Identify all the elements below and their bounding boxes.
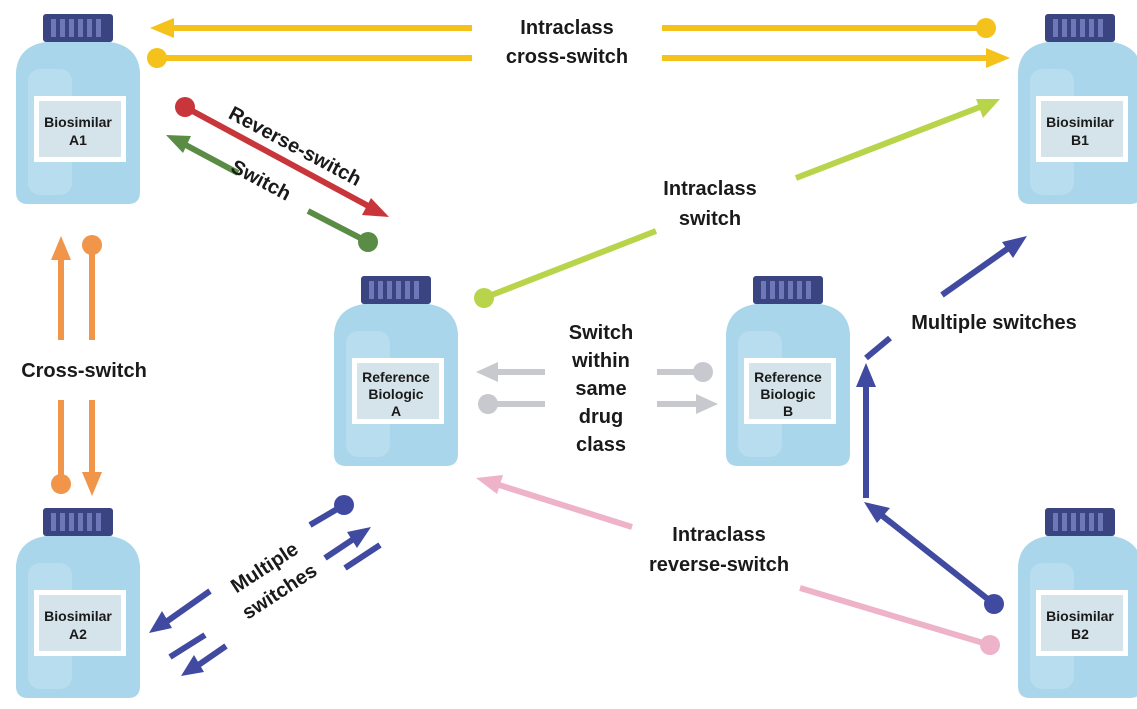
bottle-a2-line2: A2	[69, 626, 87, 642]
label-switch-within-line3: same	[575, 378, 626, 400]
bottle-ref-a-line1: Reference	[362, 369, 430, 385]
label-switch-within-line5: class	[576, 434, 626, 456]
bottle-biosimilar-b2: Biosimilar B2	[1018, 508, 1137, 698]
bottle-ref-b-line2: Biologic	[760, 386, 815, 402]
label-intraclass-cross-switch-line1: Intraclass	[520, 17, 613, 39]
label-intraclass-reverse-switch-line1: Intraclass	[672, 524, 765, 546]
bottle-ref-a-line2: Biologic	[368, 386, 423, 402]
bottle-reference-biologic-a: Reference Biologic A	[334, 276, 458, 466]
arrow-intraclass-switch	[474, 99, 1000, 308]
bottle-ref-b-line3: B	[783, 403, 793, 419]
label-multiple-switches-right: Multiple switches	[911, 312, 1077, 334]
bottle-b2-line1: Biosimilar	[1046, 608, 1114, 624]
arrow-within-class-to-b	[478, 394, 718, 414]
arrow-intraclass-cross-switch-bottom	[147, 48, 1010, 68]
bottle-biosimilar-a1: Biosimilar A1	[16, 14, 140, 204]
label-switch-within-line1: Switch	[569, 322, 633, 344]
label-intraclass-reverse-switch-line2: reverse-switch	[649, 554, 789, 576]
bottle-reference-biologic-b: Reference Biologic B	[726, 276, 850, 466]
bottle-b1-line1: Biosimilar	[1046, 114, 1114, 130]
bottle-b2-line2: B2	[1071, 626, 1089, 642]
arrows-multiple-switches-left	[149, 495, 382, 676]
arrow-intraclass-reverse-switch	[476, 475, 1000, 655]
bottle-biosimilar-b1: Biosimilar B1	[1018, 14, 1137, 204]
arrow-intraclass-cross-switch-top	[150, 18, 996, 38]
label-cross-switch: Cross-switch	[21, 360, 147, 382]
bottle-ref-a-line3: A	[391, 403, 401, 419]
bottle-biosimilar-a2: Biosimilar A2	[16, 508, 140, 698]
label-switch-within-line2: within	[571, 350, 630, 372]
label-switch-within-line4: drug	[579, 406, 623, 428]
arrow-cross-switch-down	[82, 235, 102, 496]
bottle-a1-line1: Biosimilar	[44, 114, 112, 130]
label-intraclass-switch-line2: switch	[679, 208, 741, 230]
arrow-cross-switch-up	[51, 236, 71, 494]
label-intraclass-switch-line1: Intraclass	[663, 178, 756, 200]
arrow-multiple-switches-right	[856, 236, 1027, 614]
bottle-a1-line2: A1	[69, 132, 87, 148]
label-intraclass-cross-switch-line2: cross-switch	[506, 46, 628, 68]
arrow-within-class-to-a	[476, 362, 713, 382]
bottle-a2-line1: Biosimilar	[44, 608, 112, 624]
bottle-b1-line2: B1	[1071, 132, 1089, 148]
arrow-switch	[166, 135, 378, 252]
arrow-reverse-switch	[175, 97, 389, 217]
bottle-ref-b-line1: Reference	[754, 369, 822, 385]
